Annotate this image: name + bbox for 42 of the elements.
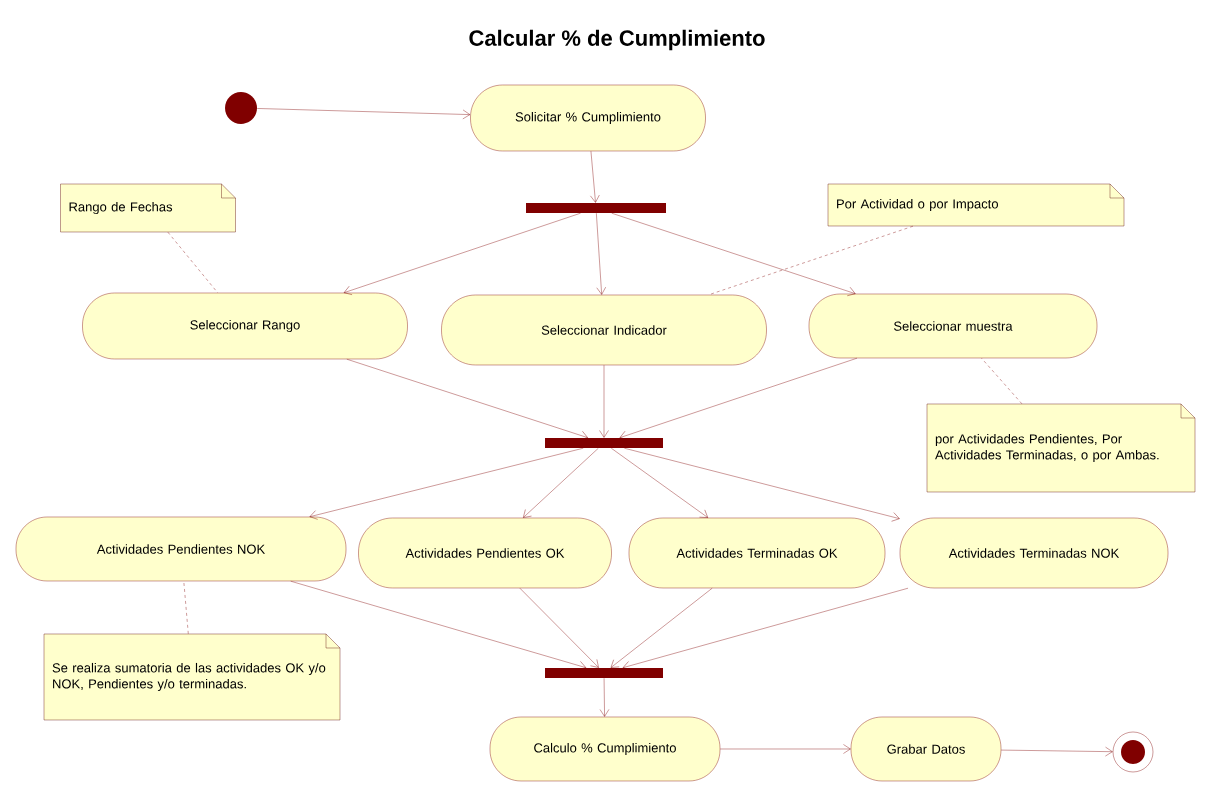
arrow (619, 358, 858, 440)
arrow (622, 588, 909, 671)
note-box: Se realiza sumatoria de las actividades OK y/o NOK, Pendientes y/o terminadas. (43, 633, 341, 721)
arrow (611, 213, 856, 296)
arrow (309, 448, 584, 520)
action-box: Actividades Pendientes NOK (15, 516, 347, 582)
action-box: Seleccionar muestra (808, 293, 1098, 359)
end-node (1112, 731, 1154, 773)
action-box: Seleccionar Indicador (441, 294, 767, 366)
title: Calcular % de Cumplimiento (469, 29, 765, 51)
leader-line (183, 581, 189, 634)
leader-line (981, 358, 1023, 404)
leader-line (167, 232, 218, 293)
sync-bar (545, 668, 663, 678)
sync-bar (526, 203, 666, 213)
note-box: Rango de Fechas (60, 183, 236, 233)
arrow (343, 213, 581, 295)
arrow (624, 448, 900, 522)
action-box: Grabar Datos (850, 716, 1002, 782)
action-box: Actividades Terminadas OK (628, 517, 886, 589)
start-node (225, 92, 257, 124)
arrow (346, 359, 588, 440)
arrow (523, 448, 599, 518)
arrow (519, 588, 599, 668)
action-box: Solicitar % Cumplimiento (470, 84, 706, 152)
arrow (1001, 746, 1113, 757)
arrow (290, 581, 587, 671)
arrow (590, 151, 600, 203)
sync-bar (545, 438, 663, 448)
action-box: Seleccionar Rango (82, 292, 408, 360)
arrow (596, 213, 606, 295)
arrow (599, 365, 609, 438)
arrow (599, 678, 610, 717)
arrow (720, 744, 851, 754)
action-box: Actividades Terminadas NOK (899, 517, 1169, 589)
arrow (257, 108, 471, 120)
note-box: por Actividades Pendientes, Por Actividades Terminadas, o por Ambas. (926, 403, 1196, 493)
arrow (611, 448, 708, 518)
action-box: Actividades Pendientes OK (358, 517, 612, 589)
note-box: Por Actividad o por Impacto (827, 183, 1125, 227)
arrow (610, 588, 713, 668)
action-box: Calculo % Cumplimiento (489, 716, 721, 782)
